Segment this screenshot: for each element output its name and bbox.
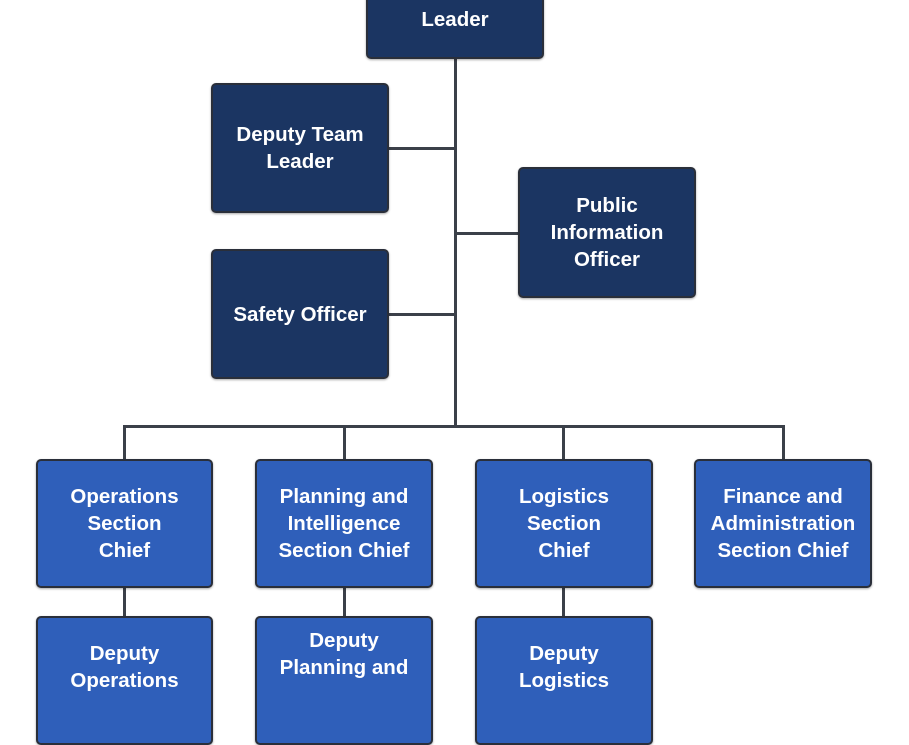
node-deputy-logistics[interactable]: Deputy Logistics xyxy=(475,616,653,745)
node-finance-section-chief[interactable]: Finance and Administration Section Chief xyxy=(694,459,872,588)
node-public-information-officer[interactable]: Public Information Officer xyxy=(518,167,696,298)
node-deputy-team-leader[interactable]: Deputy Team Leader xyxy=(211,83,389,213)
node-label: Public Information Officer xyxy=(550,194,664,271)
connector-trunk xyxy=(454,56,457,427)
node-label: Leader xyxy=(421,8,489,31)
node-label: Safety Officer xyxy=(233,302,367,326)
node-label: Operations Section Chief xyxy=(70,485,179,562)
node-label: Logistics Section Chief xyxy=(519,485,609,562)
connector-finance xyxy=(782,425,785,461)
node-planning-section-chief[interactable]: Planning and Intelligence Section Chief xyxy=(255,459,433,588)
node-label: Planning and Intelligence Section Chief xyxy=(278,485,410,562)
connector-deputy-logistics xyxy=(562,587,565,618)
node-safety-officer[interactable]: Safety Officer xyxy=(211,249,389,379)
connector-deputy-operations xyxy=(123,587,126,618)
node-label: Deputy Team Leader xyxy=(236,123,364,173)
node-label-line2: Operations xyxy=(70,669,179,692)
node-deputy-planning[interactable]: Deputy Planning and xyxy=(255,616,433,745)
connector-deputy-team-leader xyxy=(388,147,456,150)
node-operations-section-chief[interactable]: Operations Section Chief xyxy=(36,459,213,588)
connector-public-information xyxy=(456,232,520,235)
node-team-leader[interactable]: Leader xyxy=(366,0,544,59)
node-label-line2: Planning and xyxy=(279,656,409,679)
node-label: Finance and Administration Section Chief xyxy=(710,485,856,562)
connector-sections-bar xyxy=(123,425,785,428)
connector-planning xyxy=(343,425,346,461)
connector-deputy-planning xyxy=(343,587,346,618)
node-deputy-operations[interactable]: Deputy Operations xyxy=(36,616,213,745)
node-label-line1: Deputy xyxy=(529,642,599,665)
connector-operations xyxy=(123,425,126,461)
connector-safety xyxy=(388,313,456,316)
node-label-line1: Deputy xyxy=(89,642,160,665)
connector-logistics xyxy=(562,425,565,461)
node-label-line1: Deputy xyxy=(309,629,379,652)
node-label-line2: Logistics xyxy=(519,669,609,692)
node-logistics-section-chief[interactable]: Logistics Section Chief xyxy=(475,459,653,588)
